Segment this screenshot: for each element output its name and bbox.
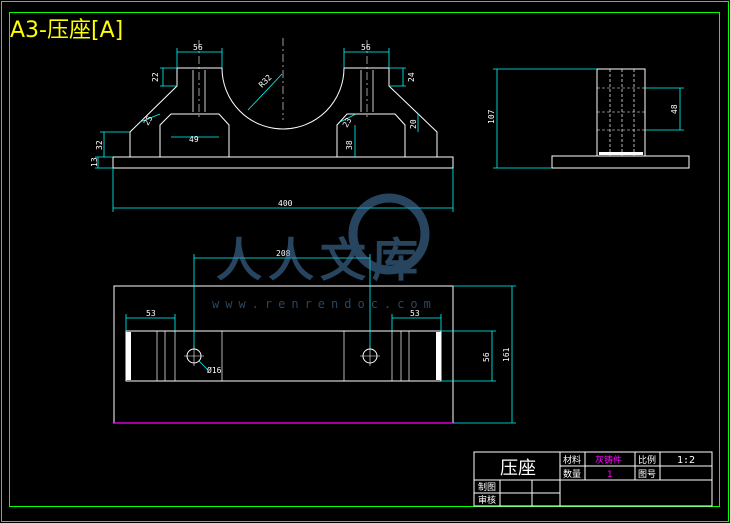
top-left-weld <box>126 332 131 380</box>
dim-text: 49 <box>189 135 199 144</box>
scale-label: 比例 <box>638 454 656 466</box>
front-dimensions <box>95 48 454 212</box>
dim-text: 22 <box>151 72 160 82</box>
top-dimensions <box>125 254 516 424</box>
angle-leader <box>139 113 161 123</box>
top-body <box>125 330 442 382</box>
dim-text: 107 <box>487 109 496 124</box>
side-body <box>596 68 646 157</box>
watermark-logo-ring <box>348 193 430 275</box>
drafter-label: 制图 <box>478 481 496 493</box>
front-body-outline <box>129 67 438 157</box>
top-dim-texts: 208 53 53 Ø16 56 161 <box>146 249 511 375</box>
dim-text: 53 <box>146 309 156 318</box>
title-block <box>473 451 713 507</box>
dim-text: 53 <box>410 309 420 318</box>
title-block-texts: 压座 材料 灰铸件 比例 1:2 数量 1 图号 制图 审核 <box>478 454 695 506</box>
dim-text: 56 <box>482 352 491 362</box>
front-left-cutout <box>159 113 230 157</box>
dia-leader <box>198 360 209 371</box>
checker-label: 审核 <box>478 494 496 506</box>
part-name: 压座 <box>500 458 536 479</box>
front-base-plate <box>112 156 454 169</box>
dim-text: 20 <box>409 119 418 129</box>
dim-text: 32 <box>95 140 104 150</box>
dim-text: 48 <box>670 104 679 114</box>
scale-value: 1:2 <box>677 455 695 466</box>
side-weld-mark <box>599 152 643 155</box>
material-value: 灰铸件 <box>595 454 622 466</box>
top-right-weld <box>436 332 441 380</box>
dim-text: 208 <box>276 249 291 258</box>
dim-text: 38 <box>345 140 354 150</box>
dim-text: 13 <box>90 157 99 167</box>
angle-leader <box>339 113 357 123</box>
quantity-label: 数量 <box>563 468 581 480</box>
dim-text: 400 <box>278 199 293 208</box>
sheet-border-inner <box>9 12 720 507</box>
dim-text: 25 <box>142 114 155 127</box>
dim-text: 56 <box>361 43 371 52</box>
side-dim-texts: 107 48 <box>487 104 679 124</box>
watermark-brand: 人人文库 <box>216 233 424 287</box>
dim-text: 56 <box>193 43 203 52</box>
drawing-no-label: 图号 <box>638 469 656 480</box>
front-right-cutout <box>336 113 406 157</box>
title-block-frame <box>473 451 713 507</box>
side-view <box>551 68 690 169</box>
watermark: 人人文库 www.renrendoc.com <box>212 193 437 311</box>
watermark-url: www.renrendoc.com <box>212 297 437 311</box>
dim-text: 161 <box>502 347 511 362</box>
side-dimensions <box>493 68 684 169</box>
quantity-value: 1 <box>607 470 613 480</box>
dim-text: R32 <box>257 73 274 90</box>
dim-text: Ø16 <box>207 365 222 375</box>
side-base-plate <box>551 155 690 169</box>
front-view <box>112 38 454 169</box>
material-label: 材料 <box>563 454 581 466</box>
top-view <box>113 285 454 424</box>
dim-text: 24 <box>407 72 416 82</box>
dim-text: 23 <box>341 116 354 129</box>
drawing-title: A3-压座[A] <box>10 18 123 43</box>
radius-leader <box>247 73 283 111</box>
